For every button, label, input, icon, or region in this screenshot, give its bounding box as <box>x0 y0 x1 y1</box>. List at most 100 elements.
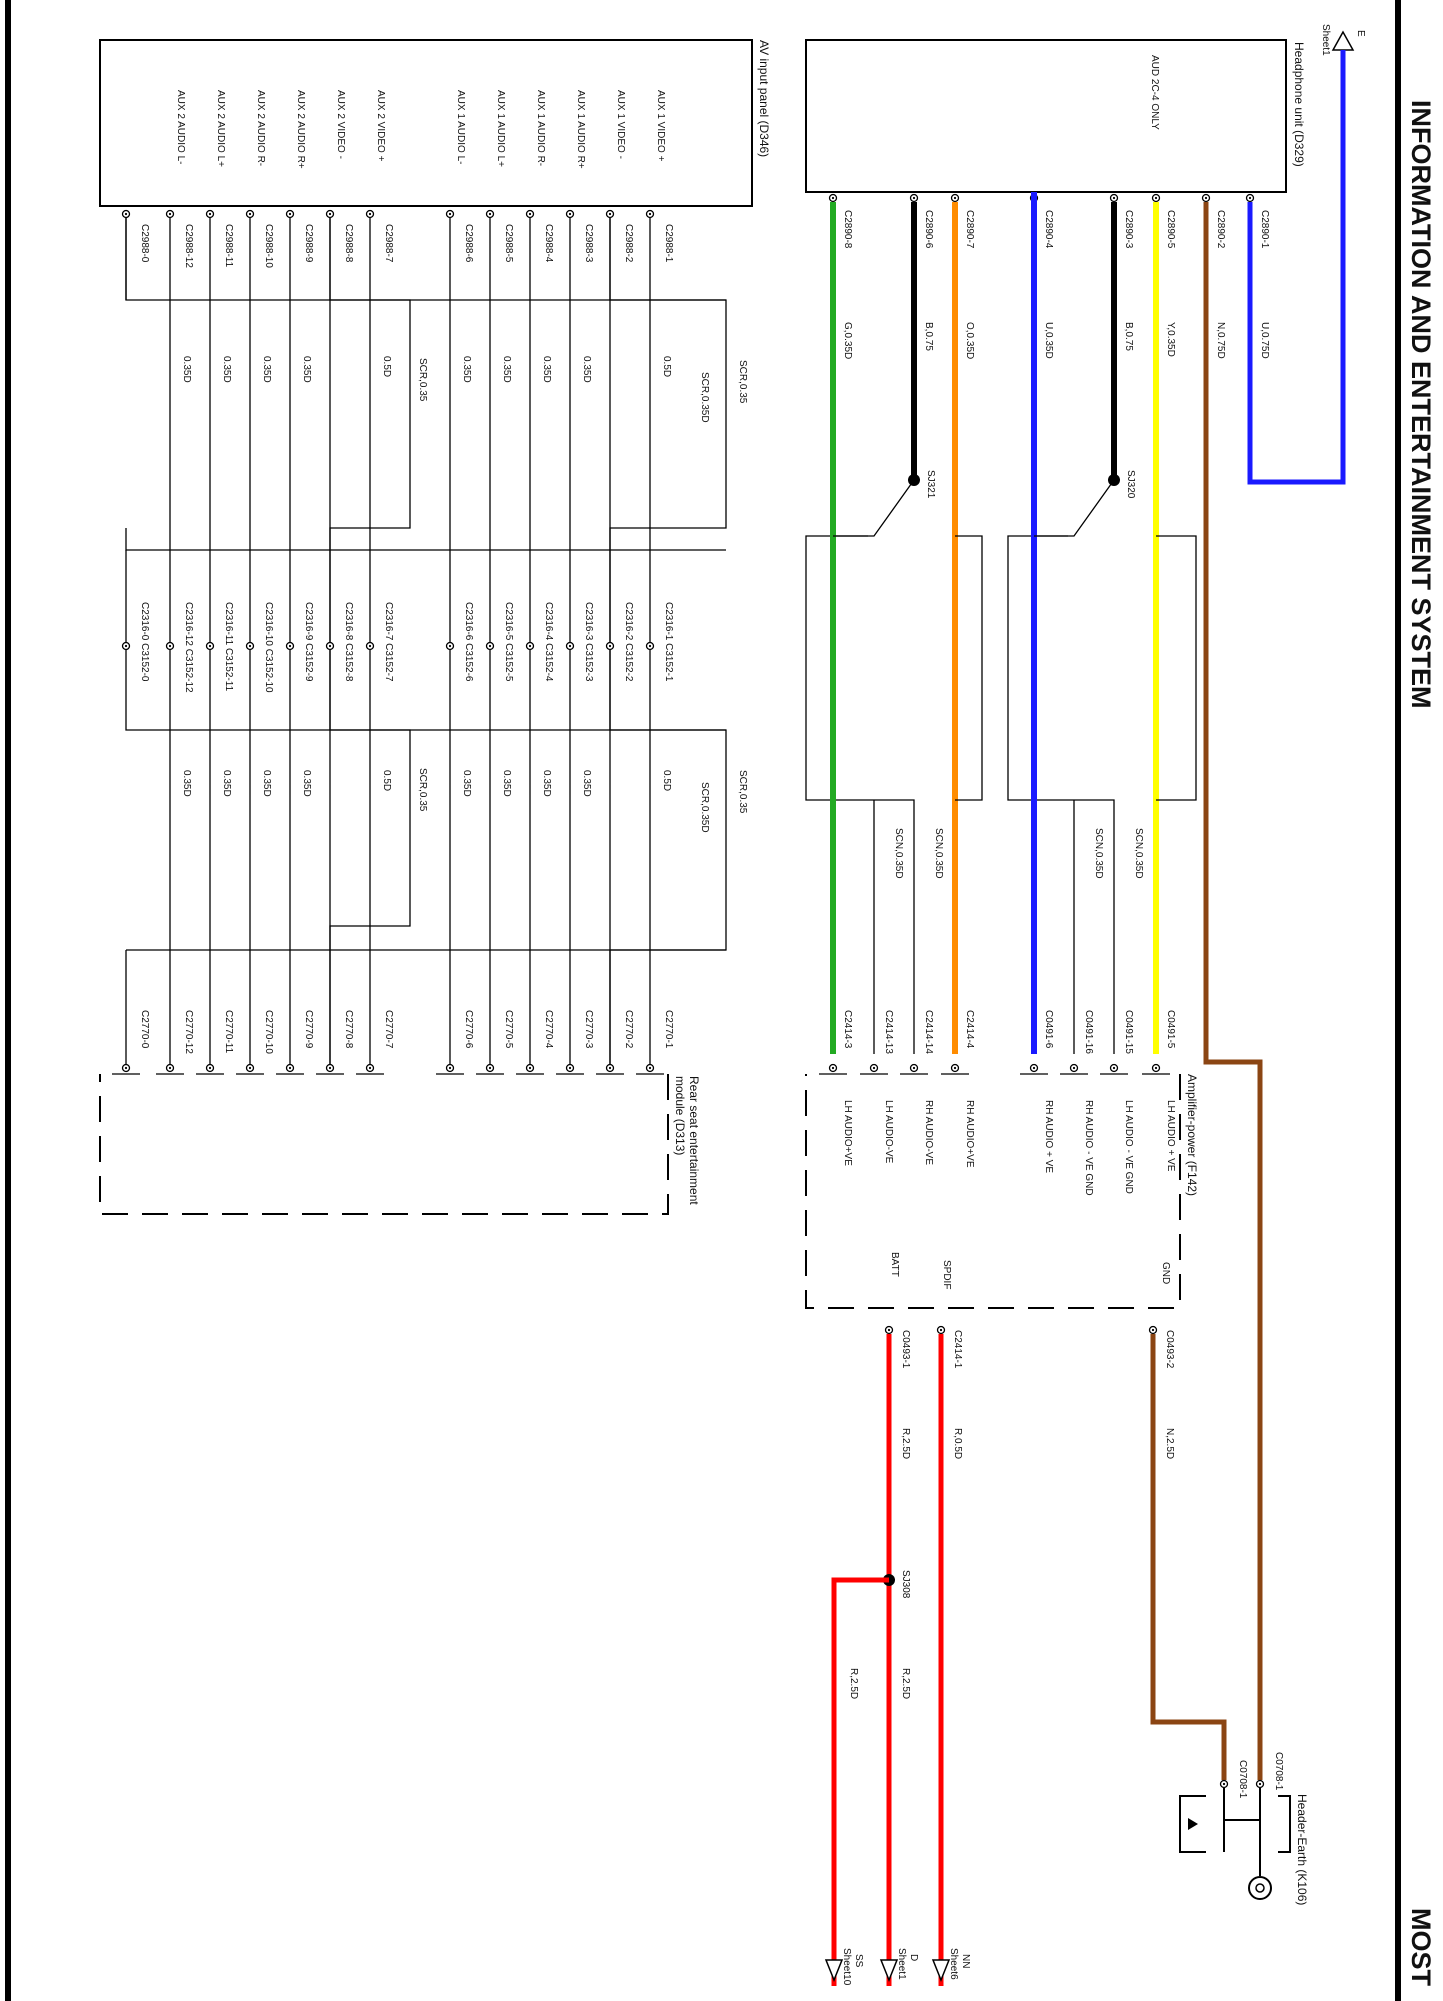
amplifier-conn-label: C0491-16 <box>1083 1010 1094 1054</box>
headphone-pin-label: C2890-3 <box>1123 210 1134 249</box>
av-conn1-label: C2988-4 <box>543 224 554 263</box>
av-shield-bus <box>125 528 726 551</box>
terminal-dot <box>568 212 572 216</box>
amplifier-pin-label: RH AUDIO + VE <box>1043 1100 1054 1173</box>
amplifier-label: Amplifier-power (F142) <box>1185 1074 1199 1196</box>
splice-sj320-label: SJ320 <box>1125 470 1136 499</box>
screen-spec-label: SCN,0.35D <box>1093 828 1104 879</box>
screen-spec-label: SCN,0.35D <box>933 828 944 879</box>
terminal-dot <box>1258 1782 1262 1786</box>
av-conn1-label: C2988-9 <box>303 224 314 263</box>
bottom-wire-label: R,2.5D <box>900 1668 911 1699</box>
amplifier-pin-label: LH AUDIO + VE <box>1165 1100 1176 1172</box>
earth-bracket-left <box>1179 1795 1206 1853</box>
wire-black-sj320-shield <box>1007 479 1115 1054</box>
av-wire1-label: 0.35D <box>261 356 272 383</box>
terminal-dot <box>1222 1782 1226 1786</box>
av-conn1-label: C2988-3 <box>583 224 594 263</box>
headphone-wire-spec: U,0.75D <box>1259 322 1270 359</box>
earth-label: Header-Earth (K106) <box>1295 1794 1309 1905</box>
headphone-wire-spec: O,0.35D <box>964 322 975 359</box>
amplifier-conn-label: C2414-14 <box>923 1010 934 1054</box>
terminal-dot <box>1112 1066 1116 1070</box>
av-conn2-label: C2316-10 C3152-10 <box>263 602 274 693</box>
av-conn2-label: C2316-0 C3152-0 <box>139 602 150 682</box>
av-wire2-label: 0.5D <box>661 770 672 791</box>
av-screen-label: SCR,0.35 <box>737 770 748 814</box>
av-wire1-label: 0.35D <box>581 356 592 383</box>
av-pin-label: AUX 2 AUDIO L- <box>175 90 186 164</box>
terminal-dot <box>912 1066 916 1070</box>
terminal-dot <box>208 644 212 648</box>
av-wire1-label: 0.35D <box>501 356 512 383</box>
av-conn3-label: C2770-8 <box>343 1010 354 1049</box>
av-wire2-label: 0.35D <box>181 770 192 797</box>
headphone-pin-label: C2890-8 <box>842 210 853 249</box>
terminal-dot <box>648 212 652 216</box>
splice-sj321-label: SJ321 <box>925 470 936 499</box>
av-conn1-label: C2988-10 <box>263 224 274 268</box>
terminal-dot <box>1204 196 1208 200</box>
amplifier-batt-label: BATT <box>889 1252 900 1277</box>
ref-sheet-top: Sheet1 <box>1320 24 1331 56</box>
av-wire1-label: 0.35D <box>221 356 232 383</box>
output-sheet: Sheet10 <box>841 1948 852 1986</box>
av-wire1-label: 0.35D <box>461 356 472 383</box>
amplifier-pin-label: RH AUDIO+VE <box>964 1100 975 1168</box>
terminal-dot <box>887 1328 891 1332</box>
headphone-pin-label: C2890-6 <box>923 210 934 249</box>
av-conn3-label: C2770-10 <box>263 1010 274 1054</box>
av-pin-label: AUX 2 VIDEO + <box>375 90 386 162</box>
av-wire1-label: 0.5D <box>381 356 392 377</box>
gnd-conn-label: C0493-2 <box>1164 1330 1175 1369</box>
terminal-dot <box>288 212 292 216</box>
output-letter: NN <box>960 1954 971 1968</box>
ref-arrow-top <box>1331 30 1355 51</box>
page-title: INFORMATION AND ENTERTAINMENT SYSTEM <box>1406 100 1436 708</box>
amplifier-spdif-label: SPDIF <box>941 1260 952 1289</box>
av-wire2-label: 0.35D <box>221 770 232 797</box>
batt-wire-label: R,2.5D <box>900 1428 911 1459</box>
amplifier-conn-label: C0491-15 <box>1123 1010 1134 1054</box>
av-panel-label: AV input panel (D346) <box>757 40 771 157</box>
headphone-wire-spec: Y,0.35D <box>1165 322 1176 357</box>
headphone-wire-spec: B,0.75 <box>1123 322 1134 351</box>
headphone-wire-spec: B,0.75 <box>923 322 934 351</box>
av-wire2-label: 0.35D <box>501 770 512 797</box>
av-conn3-label: C2770-7 <box>383 1010 394 1049</box>
av-conn2-label: C2316-2 C3152-2 <box>623 602 634 682</box>
terminal-dot <box>248 212 252 216</box>
terminal-dot <box>248 644 252 648</box>
screen-yellow <box>1156 535 1197 801</box>
amplifier-pin-label: LH AUDIO - VE GND <box>1123 1100 1134 1194</box>
rear-module-border <box>99 1074 669 1215</box>
section-title: MOST <box>1406 1908 1436 1987</box>
terminal-dot <box>608 212 612 216</box>
av-conn3-label: C2770-5 <box>503 1010 514 1049</box>
av-wire1-label: 0.35D <box>541 356 552 383</box>
terminal-dot <box>528 212 532 216</box>
bottom-wire-label: R,2.5D <box>848 1668 859 1699</box>
terminal-dot <box>368 644 372 648</box>
output-arrow <box>879 1959 899 1983</box>
terminal-dot <box>608 1066 612 1070</box>
av-conn3-label: C2770-3 <box>583 1010 594 1049</box>
av-wire1-label: 0.5D <box>661 356 672 377</box>
terminal-dot <box>208 212 212 216</box>
av-conn1-label: C2988-6 <box>463 224 474 263</box>
av-wire2-label: 0.5D <box>381 770 392 791</box>
terminal-dot <box>568 1066 572 1070</box>
av-screen-label: SCR,0.35 <box>417 768 428 812</box>
av-conn3-label: C2770-6 <box>463 1010 474 1049</box>
av-pin-label: AUX 2 AUDIO R+ <box>295 90 306 169</box>
terminal-dot <box>912 196 916 200</box>
headphone-wire-spec: G,0.35D <box>842 322 853 359</box>
av-conn2-label: C2316-11 C3152-11 <box>223 602 234 692</box>
output-sheet: Sheet6 <box>948 1948 959 1980</box>
amplifier-conn-label: C2414-13 <box>883 1010 894 1054</box>
ref-letter-top: E <box>1355 30 1366 37</box>
spdif-wire-label: R,0.5D <box>952 1428 963 1459</box>
av-pin-label: AUX 1 AUDIO L- <box>455 90 466 164</box>
